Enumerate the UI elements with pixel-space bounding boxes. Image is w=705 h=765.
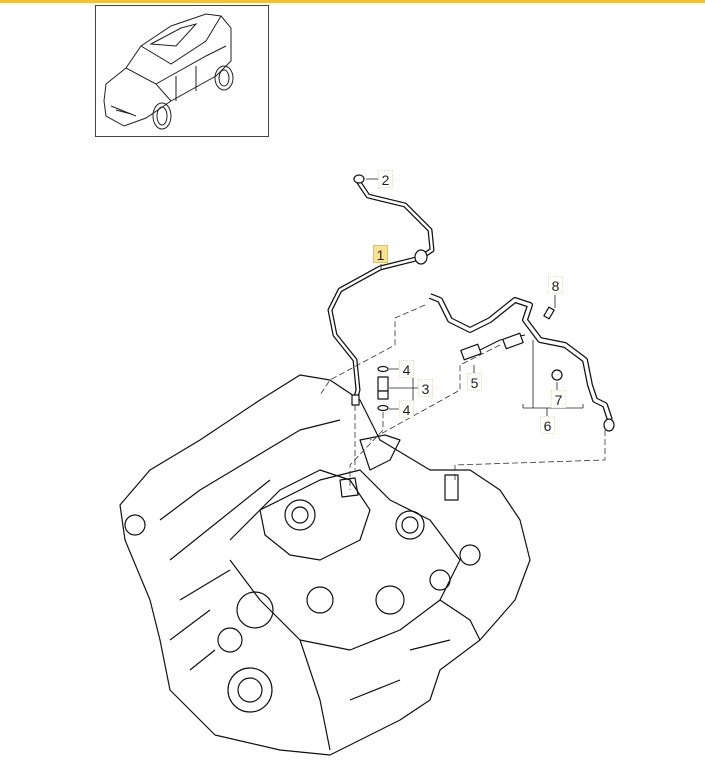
callout-4-lower[interactable]: 4 xyxy=(399,400,414,418)
callout-7[interactable]: 7 xyxy=(551,390,566,408)
engine-block xyxy=(119,374,531,756)
callout-2[interactable]: 2 xyxy=(378,170,393,188)
top-accent-bar xyxy=(0,0,705,3)
callout-4-upper[interactable]: 4 xyxy=(399,360,414,378)
callout-8[interactable]: 8 xyxy=(548,276,563,294)
vehicle-suv-icon xyxy=(103,13,234,130)
callout-1[interactable]: 1 xyxy=(373,245,388,263)
callout-6[interactable]: 6 xyxy=(540,416,555,434)
callout-5[interactable]: 5 xyxy=(467,373,482,391)
vehicle-thumbnail[interactable] xyxy=(95,5,269,137)
callout-3[interactable]: 3 xyxy=(418,379,433,397)
